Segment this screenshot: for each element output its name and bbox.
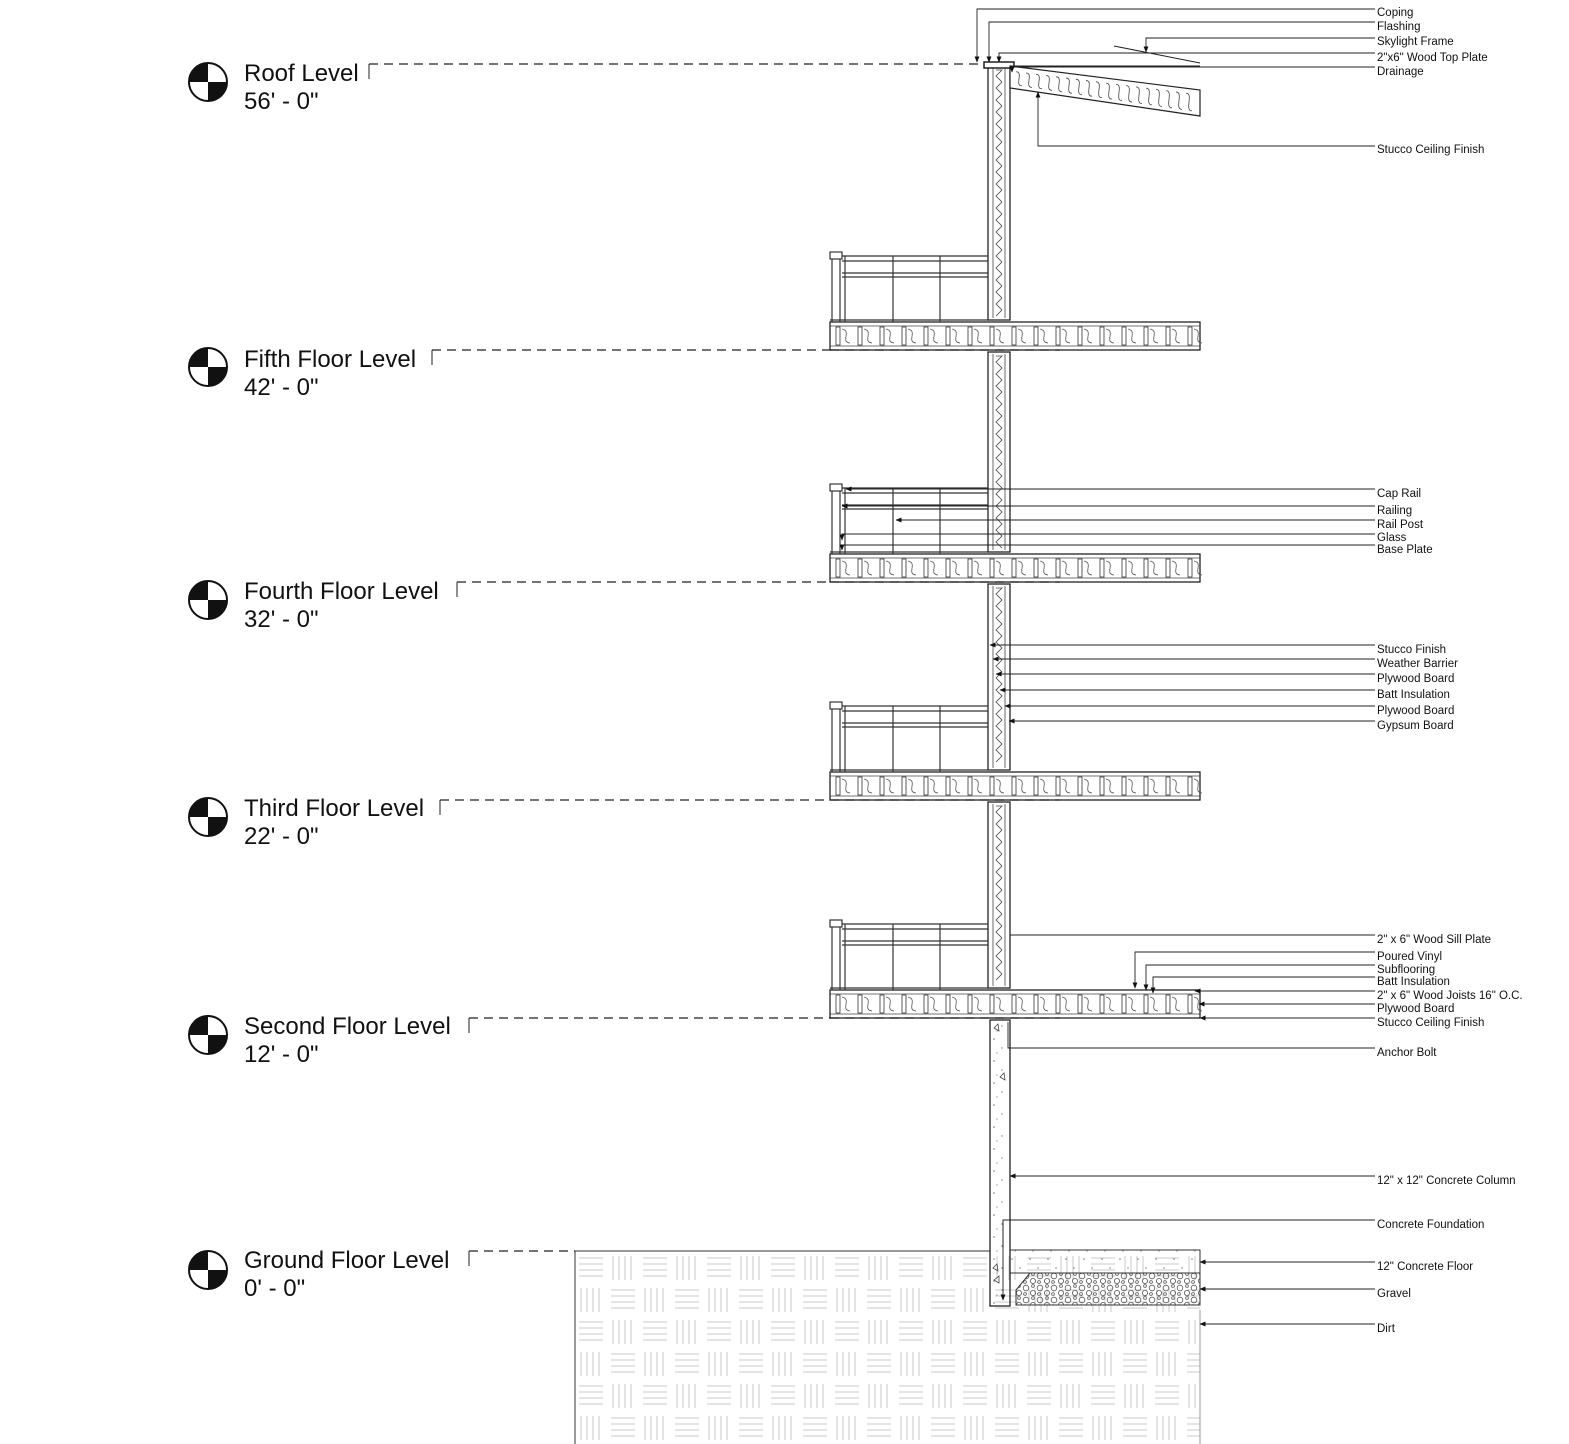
level-target-icon <box>188 1015 228 1055</box>
floor-assemblies <box>829 321 1203 1019</box>
balcony-railings <box>829 251 988 990</box>
floor-assembly <box>829 989 1203 1019</box>
concrete-floor-slab <box>1009 1249 1201 1274</box>
balcony-railing <box>829 919 988 990</box>
note-skylight-frame: Skylight Frame <box>1377 36 1454 48</box>
floor-assembly <box>829 771 1203 801</box>
foundation-callouts: 12" x 12" Concrete Column Concrete Found… <box>1000 1173 1516 1335</box>
note-gravel: Gravel <box>1377 1288 1411 1300</box>
level-elevation: 56' - 0" <box>244 88 318 115</box>
note-sill-plate: 2" x 6" Wood Sill Plate <box>1377 934 1491 946</box>
gravel-bed <box>1015 1272 1201 1306</box>
level-marker-roof: Roof Level 56' - 0" <box>188 60 990 115</box>
wall-callouts: Stucco Finish Weather Barrier Plywood Bo… <box>989 642 1458 732</box>
note-poured-vinyl: Poured Vinyl <box>1377 951 1442 963</box>
level-target-icon <box>188 347 228 387</box>
note-concrete-foundation: Concrete Foundation <box>1377 1219 1484 1231</box>
level-name: Ground Floor Level <box>244 1247 449 1274</box>
level-name: Roof Level <box>244 60 359 87</box>
note-plywood-outer: Plywood Board <box>1377 673 1454 685</box>
note-rail-post: Rail Post <box>1377 519 1424 531</box>
level-elevation: 22' - 0" <box>244 823 318 850</box>
note-concrete-floor: 12" Concrete Floor <box>1377 1261 1473 1273</box>
level-elevation: 0' - 0" <box>244 1275 305 1302</box>
note-drainage: Drainage <box>1377 66 1424 78</box>
level-marker-second: Second Floor Level 12' - 0" <box>188 1013 830 1068</box>
concrete-column <box>989 1019 1011 1307</box>
railing-callouts: Cap Rail Railing Rail Post Glass Base Pl… <box>839 486 1433 556</box>
roof-callouts: Coping Flashing Skylight Frame 2"x6" Woo… <box>974 7 1488 156</box>
note-plywood-floor: Plywood Board <box>1377 1003 1454 1015</box>
note-batt-insulation-wall: Batt Insulation <box>1377 689 1450 701</box>
roof-assembly <box>983 45 1201 117</box>
level-marker-fourth: Fourth Floor Level 32' - 0" <box>188 578 830 633</box>
note-dirt: Dirt <box>1377 1323 1396 1335</box>
level-elevation: 12' - 0" <box>244 1041 318 1068</box>
level-name: Fourth Floor Level <box>244 578 439 605</box>
note-concrete-column: 12" x 12" Concrete Column <box>1377 1175 1516 1187</box>
level-marker-third: Third Floor Level 22' - 0" <box>188 795 830 850</box>
level-target-icon <box>188 797 228 837</box>
level-target-icon <box>188 1250 228 1290</box>
level-target-icon <box>188 62 228 102</box>
batt-insulation-pattern <box>995 355 1003 549</box>
note-gypsum-board: Gypsum Board <box>1377 720 1454 732</box>
note-stucco-finish: Stucco Finish <box>1377 644 1446 656</box>
note-top-plate: 2"x6" Wood Top Plate <box>1377 52 1488 64</box>
balcony-railing <box>829 483 988 554</box>
note-glass: Glass <box>1377 532 1407 544</box>
floor-assembly <box>829 321 1203 351</box>
level-marker-fifth: Fifth Floor Level 42' - 0" <box>188 346 830 401</box>
floor-callouts: 2" x 6" Wood Sill Plate Poured Vinyl Sub… <box>1007 934 1523 1059</box>
batt-insulation-pattern <box>995 587 1003 763</box>
note-subflooring: Subflooring <box>1377 964 1435 976</box>
note-weather-barrier: Weather Barrier <box>1377 658 1458 670</box>
level-name: Second Floor Level <box>244 1013 451 1040</box>
level-elevation: 32' - 0" <box>244 606 318 633</box>
floor-assembly <box>829 553 1203 583</box>
note-stucco-ceiling-roof: Stucco Ceiling Finish <box>1377 144 1484 156</box>
note-base-plate: Base Plate <box>1377 544 1433 556</box>
batt-insulation-pattern <box>995 805 1003 981</box>
note-coping: Coping <box>1377 7 1413 19</box>
note-stucco-ceiling-floor: Stucco Ceiling Finish <box>1377 1017 1484 1029</box>
level-target-icon <box>188 580 228 620</box>
exterior-wall <box>987 65 1011 989</box>
level-marker-ground: Ground Floor Level 0' - 0" <box>188 1247 575 1302</box>
roof-insulation-pattern <box>1015 71 1193 112</box>
note-flashing: Flashing <box>1377 21 1420 33</box>
note-joists: 2" x 6" Wood Joists 16" O.C. <box>1377 990 1523 1002</box>
level-name: Third Floor Level <box>244 795 424 822</box>
note-batt-insulation-floor: Batt Insulation <box>1377 976 1450 988</box>
note-cap-rail: Cap Rail <box>1377 488 1421 500</box>
note-anchor-bolt: Anchor Bolt <box>1377 1047 1437 1059</box>
balcony-railing <box>829 701 988 772</box>
level-elevation: 42' - 0" <box>244 374 318 401</box>
balcony-railing <box>829 251 988 322</box>
note-plywood-inner: Plywood Board <box>1377 705 1454 717</box>
batt-insulation-pattern <box>995 69 1003 317</box>
note-railing: Railing <box>1377 505 1412 517</box>
level-name: Fifth Floor Level <box>244 346 416 373</box>
